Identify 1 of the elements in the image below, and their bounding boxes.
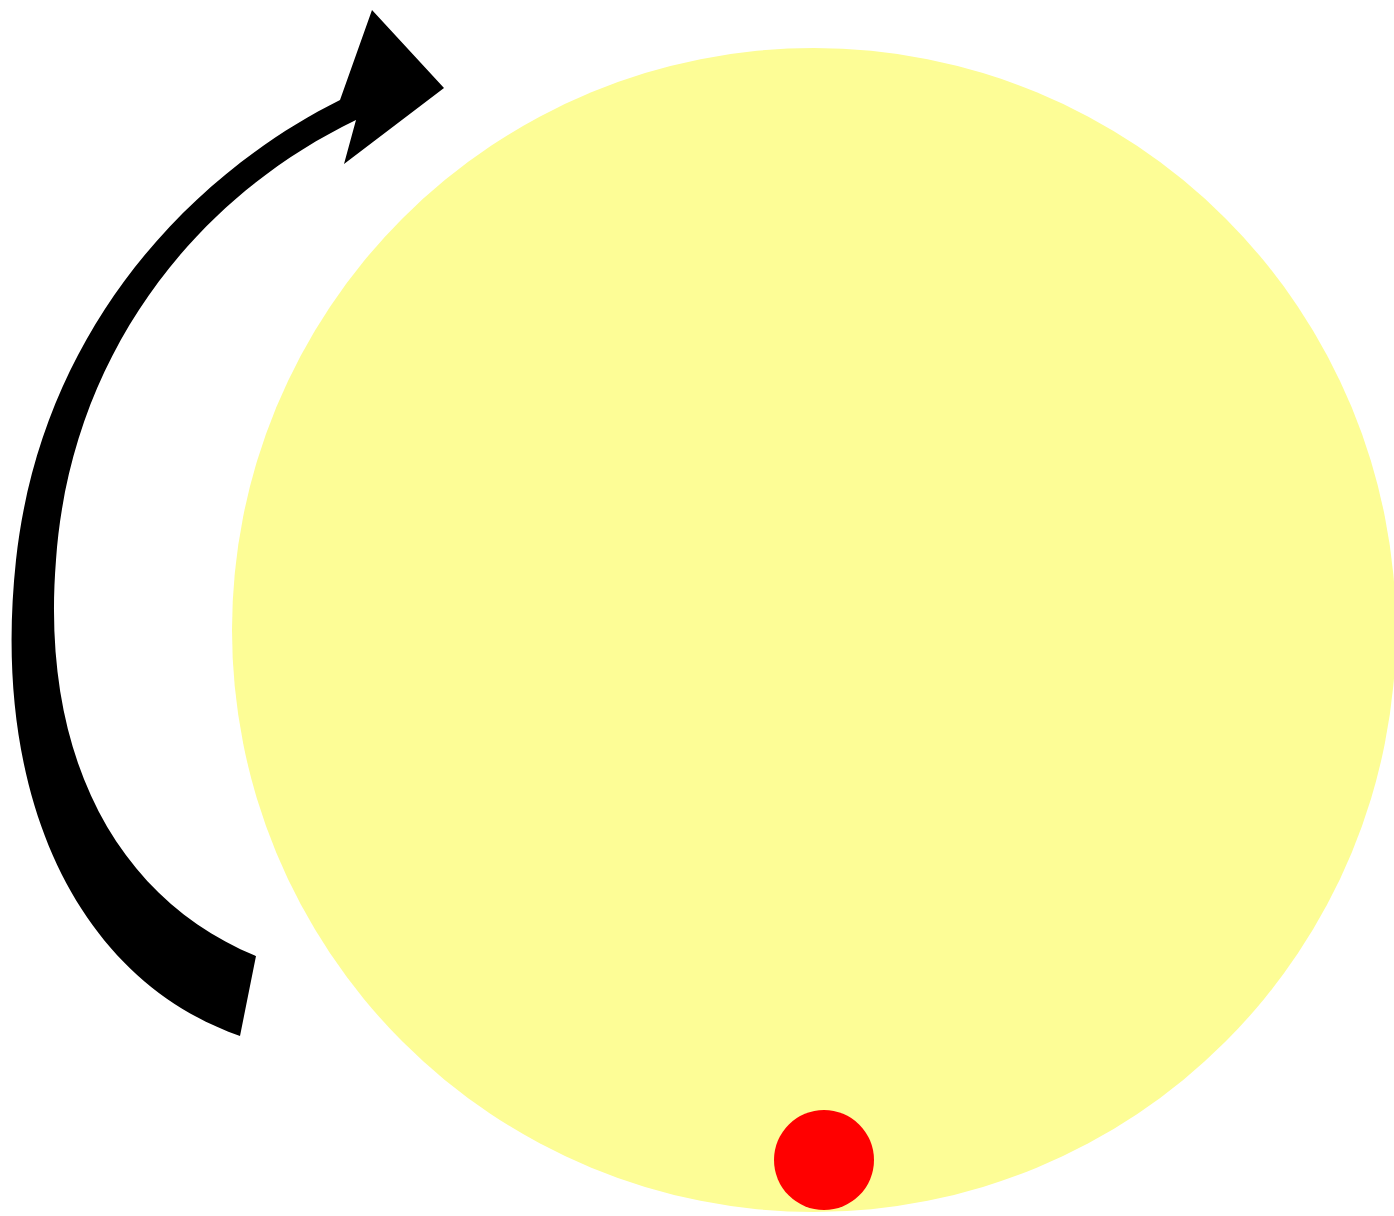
circle-marker: [774, 1110, 874, 1210]
